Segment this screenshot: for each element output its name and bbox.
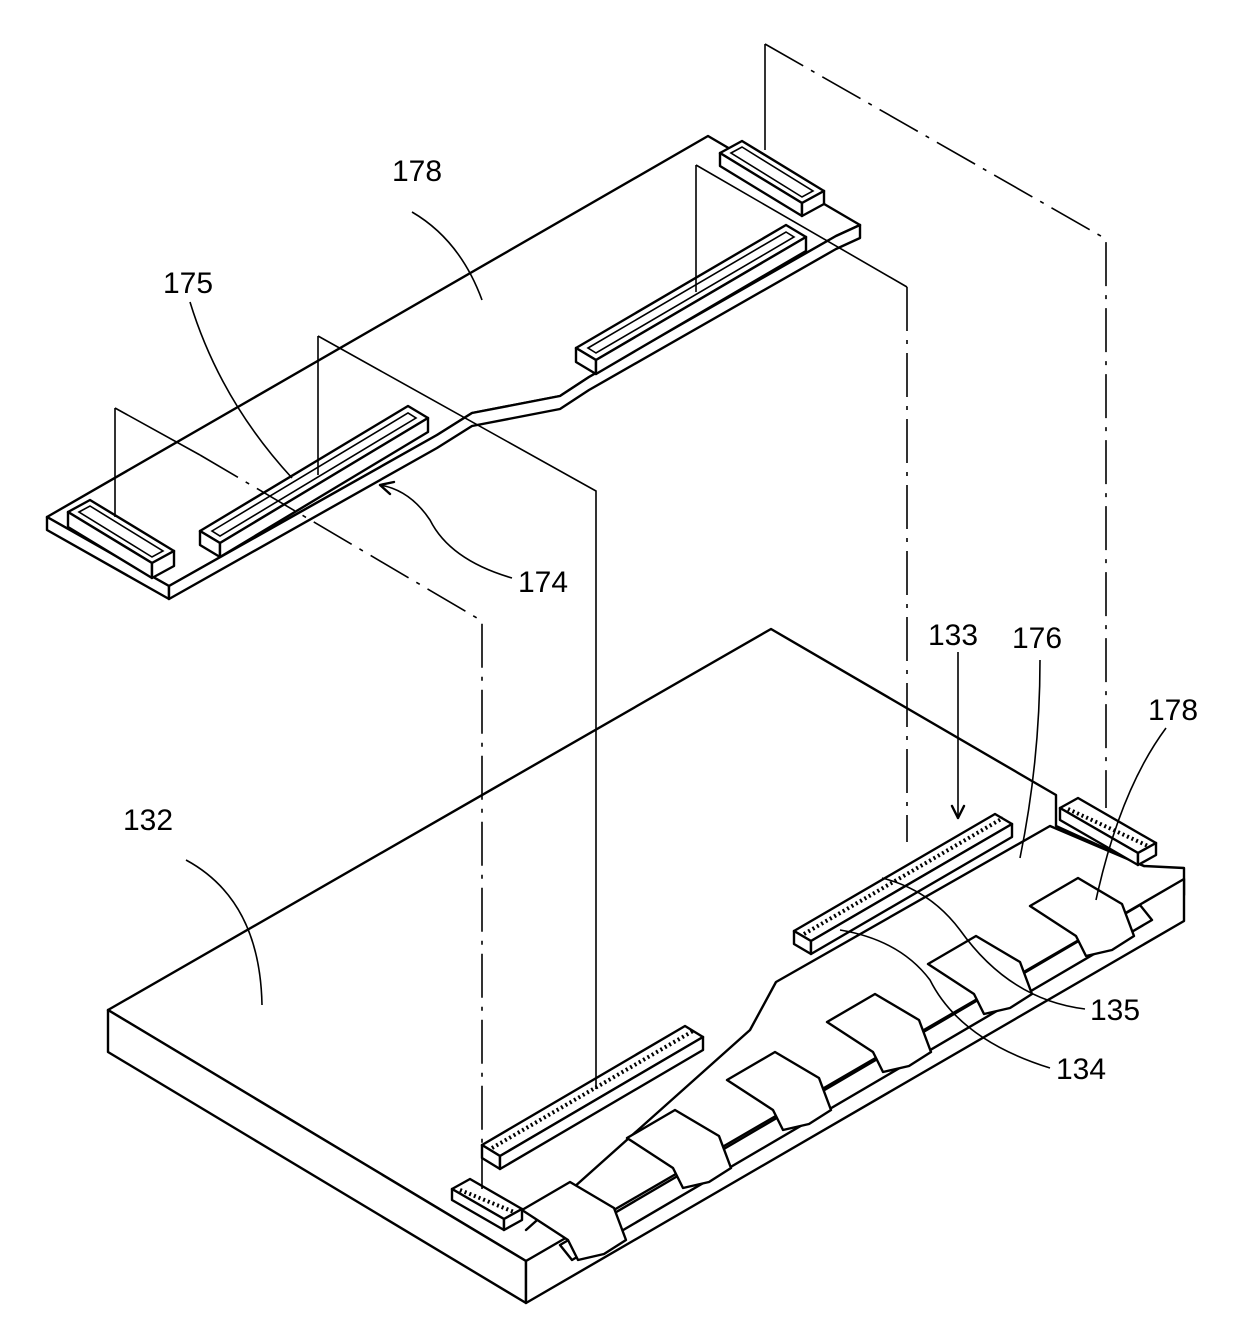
label-133: 133: [928, 619, 978, 652]
label-178-right: 178: [1148, 694, 1198, 727]
label-134: 134: [1056, 1053, 1106, 1086]
label-132: 132: [123, 804, 173, 837]
label-178-top: 178: [392, 155, 442, 188]
label-135: 135: [1090, 994, 1140, 1027]
label-174: 174: [518, 566, 568, 599]
leader-174: [380, 485, 512, 578]
label-175: 175: [163, 267, 213, 300]
upper-board-top-face: [47, 136, 860, 586]
label-176: 176: [1012, 622, 1062, 655]
lower-panel-top-face: [108, 629, 1184, 1261]
upper-board: [47, 136, 860, 599]
